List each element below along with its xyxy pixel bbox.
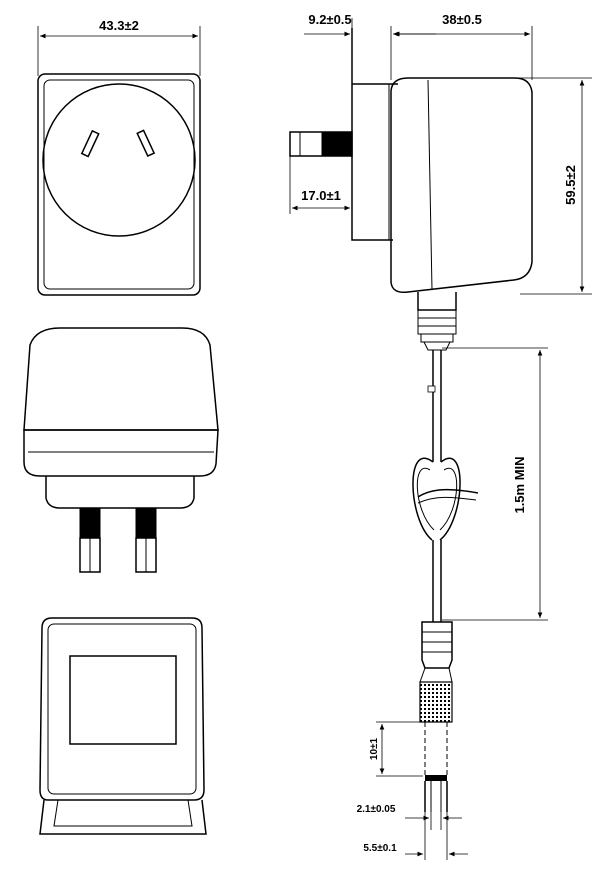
dim-plug-length-label: 10±1 (369, 737, 380, 760)
pin-left (79, 507, 101, 573)
dim-face-thickness-label: 9.2±0.5 (308, 12, 351, 27)
socket-slot-right (136, 129, 156, 158)
cable (412, 347, 548, 622)
dim-outer-diameter-label: 5.5±0.1 (363, 843, 397, 854)
dim-height-label: 59.5±2 (563, 165, 578, 205)
front-view (37, 26, 201, 296)
dim-pin-length-label: 17.0±1 (301, 188, 341, 203)
label-area (69, 655, 177, 745)
dim-cable-length-label: 1.5m MIN (512, 456, 527, 513)
socket-slot-left (80, 129, 100, 158)
back-view (39, 617, 207, 835)
dc-plug (376, 621, 468, 860)
dim-inner-diameter-label: 2.1±0.05 (357, 804, 396, 815)
socket-face-circle (42, 83, 196, 237)
side-view (289, 18, 592, 351)
body-outline (390, 77, 533, 294)
dim-width-label: 43.3±2 (99, 18, 139, 33)
strain-relief (417, 292, 457, 351)
dim-depth-label: 38±0.5 (442, 12, 482, 27)
pin-right (135, 507, 157, 573)
perspective-view (23, 327, 219, 573)
side-pin (289, 131, 353, 157)
